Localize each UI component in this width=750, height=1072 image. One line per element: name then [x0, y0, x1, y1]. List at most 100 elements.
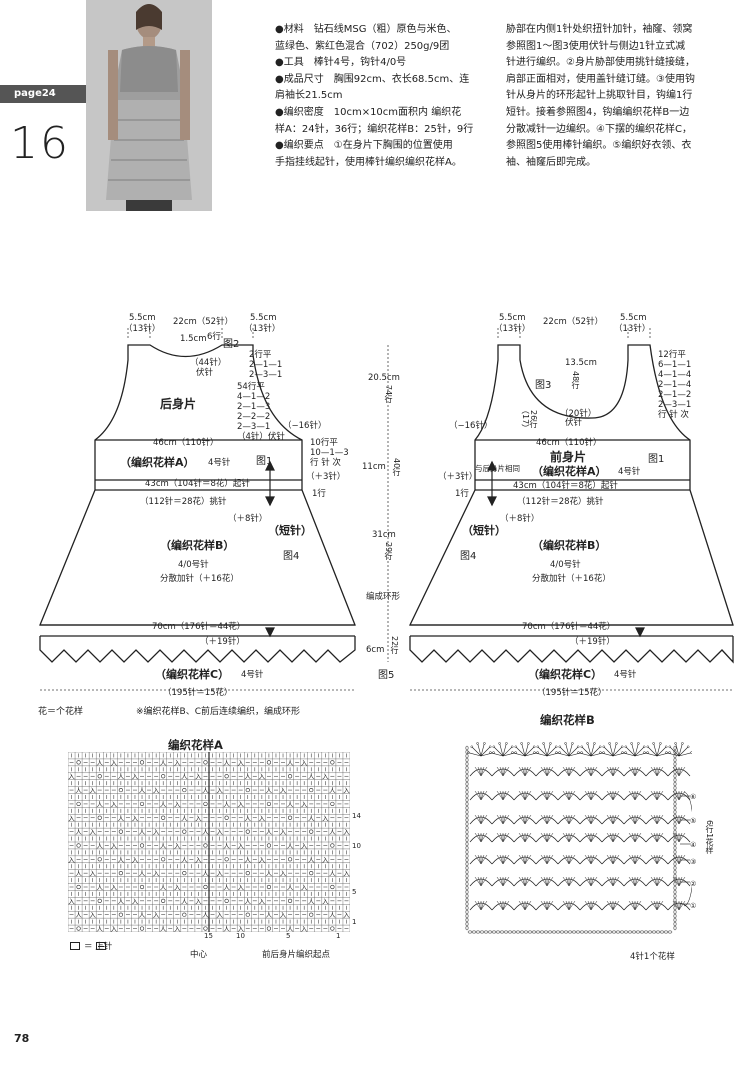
- svg-text:人: 人: [308, 897, 315, 905]
- back-neck-depth: 1.5cm: [180, 334, 207, 344]
- svg-text:入: 入: [280, 870, 287, 878]
- info-line: 样A：24针，36行；编织花样B：25针，9行: [275, 123, 474, 135]
- front-cast-on: 43cm（104针＝8花）起针: [513, 481, 618, 491]
- back-pattern-b: （编织花样B）: [160, 539, 235, 552]
- info-line: 肩部正面相对，使用盖针缝订缝。③使用钩: [506, 73, 695, 85]
- svg-text:人: 人: [266, 911, 273, 919]
- chart-b-title: 编织花样B: [540, 713, 595, 727]
- armhole-rows: 74行: [384, 385, 393, 404]
- svg-text:入: 入: [301, 800, 308, 808]
- svg-text:人: 人: [308, 814, 315, 822]
- front-neck-width: 22cm（52针）: [543, 317, 604, 327]
- back-bind-off-label: 伏针: [196, 368, 214, 378]
- chart-a-col-label: 10: [236, 932, 245, 940]
- svg-text:入: 入: [195, 897, 202, 905]
- svg-text:人: 人: [329, 787, 336, 795]
- svg-text:入: 入: [322, 856, 329, 864]
- front-neck-side2: （17）: [521, 406, 530, 433]
- svg-text:人: 人: [287, 842, 294, 850]
- svg-text:人: 人: [245, 856, 252, 864]
- svg-text:人: 人: [287, 925, 294, 932]
- svg-text:入: 入: [153, 870, 160, 878]
- pattern-b-rows: 29行: [384, 542, 393, 561]
- svg-text:入: 入: [322, 773, 329, 781]
- info-line: 分散减针一边编织。④下摆的编织花样C，: [506, 123, 692, 135]
- fig5-label: 图5: [378, 670, 395, 681]
- svg-text:入: 入: [132, 773, 139, 781]
- front-needle4c: 4号针: [614, 670, 637, 680]
- back-needle4c: 4号针: [241, 670, 264, 680]
- svg-text:入: 入: [153, 828, 160, 836]
- svg-text:人: 人: [223, 842, 230, 850]
- front-shoulder-left-st: （13针）: [494, 324, 531, 334]
- back-one-row: 1行: [312, 489, 326, 499]
- front-neck-rows: 48行: [571, 371, 580, 390]
- chart-b-row: ⑥: [690, 793, 697, 801]
- chart-a-row-label: 14: [352, 812, 361, 820]
- svg-text:人: 人: [160, 925, 167, 932]
- svg-text:人: 人: [75, 828, 82, 836]
- svg-text:人: 人: [287, 759, 294, 767]
- svg-text:人: 人: [75, 787, 82, 795]
- front-needle4: 4号针: [618, 467, 641, 477]
- fig2-label: 图2: [223, 339, 240, 350]
- front-pattern-b: （编织花样B）: [532, 539, 607, 552]
- back-pickup: （112针＝28花）挑针: [140, 497, 227, 507]
- front-width70: 70cm（176针＝44花）: [522, 622, 616, 632]
- front-dispersed-inc: 分散加针（＋16花）: [532, 574, 611, 584]
- front-fig4: 图4: [460, 551, 477, 562]
- svg-text:入: 入: [301, 759, 308, 767]
- ring-label: 编成环形: [366, 592, 401, 602]
- svg-text:入: 入: [111, 842, 118, 850]
- svg-text:人: 人: [96, 759, 103, 767]
- legend-purl-box: [96, 942, 106, 950]
- svg-text:入: 入: [68, 814, 75, 822]
- chart-b-repeat: 6行1花样: [705, 820, 714, 855]
- front-inc3: （＋3针）: [438, 472, 478, 482]
- svg-text:人: 人: [329, 828, 336, 836]
- back-neck-rows: 6行: [207, 332, 221, 342]
- svg-text:人: 人: [96, 884, 103, 892]
- svg-text:入: 入: [111, 925, 118, 932]
- svg-text:人: 人: [329, 911, 336, 919]
- legend-blank-box: [70, 942, 80, 950]
- svg-text:入: 入: [322, 814, 329, 822]
- svg-text:人: 人: [202, 911, 209, 919]
- svg-text:入: 入: [237, 800, 244, 808]
- back-cast-on: 43cm（104针＝8花）起针: [145, 479, 250, 489]
- svg-text:入: 入: [153, 911, 160, 919]
- chart-a-col-label: 1: [336, 932, 341, 940]
- svg-text:人: 人: [96, 925, 103, 932]
- chart-b-row: ③: [690, 858, 697, 866]
- svg-text:入: 入: [111, 759, 118, 767]
- photo-illustration: [86, 0, 212, 211]
- chart-a-center: 中心: [190, 950, 208, 960]
- svg-text:入: 入: [89, 870, 96, 878]
- svg-text:人: 人: [96, 800, 103, 808]
- front-shoulder-right: 5.5cm: [620, 313, 647, 323]
- front-fig1: 图1: [648, 454, 665, 465]
- front-pattern-c: （编织花样C）: [528, 668, 603, 681]
- svg-text:入: 入: [89, 787, 96, 795]
- chart-a-row-label: 1: [352, 918, 357, 926]
- info-left: ●材料 钻石线MSG（粗）原色与米色、 蓝绿色、紫红色混合（702）250g/9…: [275, 22, 490, 171]
- chart-a-title: 编织花样A: [168, 738, 223, 752]
- back-bind-off-44: （44针）: [190, 358, 227, 368]
- svg-text:人: 人: [181, 856, 188, 864]
- svg-text:人: 人: [181, 814, 188, 822]
- svg-text:人: 人: [160, 842, 167, 850]
- svg-text:入: 入: [174, 800, 181, 808]
- svg-text:人: 人: [75, 911, 82, 919]
- svg-text:入: 入: [68, 773, 75, 781]
- svg-text:入: 入: [259, 773, 266, 781]
- info-line: 针进行编织。②身片胁部使用挑针缝接缝，: [506, 57, 695, 69]
- info-right: 胁部在内侧1针处织扭针加针，袖窿、领窝 参照图1～图3使用伏针与侧边1针立式减 …: [506, 22, 736, 171]
- svg-text:人: 人: [96, 842, 103, 850]
- back-inc3: （＋3针）: [306, 472, 346, 482]
- chart-a-col-label: 15: [204, 932, 213, 940]
- svg-text:人: 人: [160, 759, 167, 767]
- svg-text:人: 人: [118, 773, 125, 781]
- svg-text:人: 人: [308, 773, 315, 781]
- back-sc: （短针）: [268, 524, 312, 537]
